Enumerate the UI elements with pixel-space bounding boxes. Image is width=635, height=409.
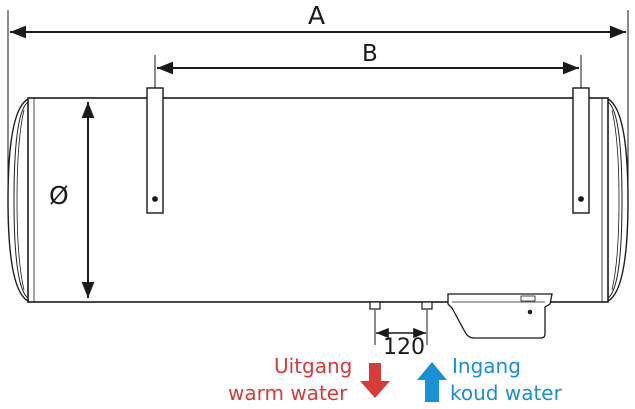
inlet-label-line2: koud water xyxy=(450,381,562,405)
mounting-bracket-left xyxy=(146,87,164,214)
diameter-label: Ø xyxy=(49,181,69,210)
dimension-b xyxy=(154,55,582,88)
control-box xyxy=(447,293,553,339)
mounting-bracket-right xyxy=(572,87,590,214)
dimension-a xyxy=(7,10,629,195)
tank-body xyxy=(7,97,629,303)
outlet-label-line1: Uitgang xyxy=(274,354,353,378)
pipe-spacing-label: 120 xyxy=(383,335,425,360)
dimension-b-label: B xyxy=(362,41,378,67)
arrow-up-icon xyxy=(417,362,447,402)
dimension-a-label: A xyxy=(308,1,326,30)
outlet-label-line2: warm water xyxy=(228,381,348,405)
inlet-label-line1: Ingang xyxy=(452,354,521,378)
arrow-down-icon xyxy=(360,363,390,398)
pipe-connections xyxy=(369,301,433,345)
